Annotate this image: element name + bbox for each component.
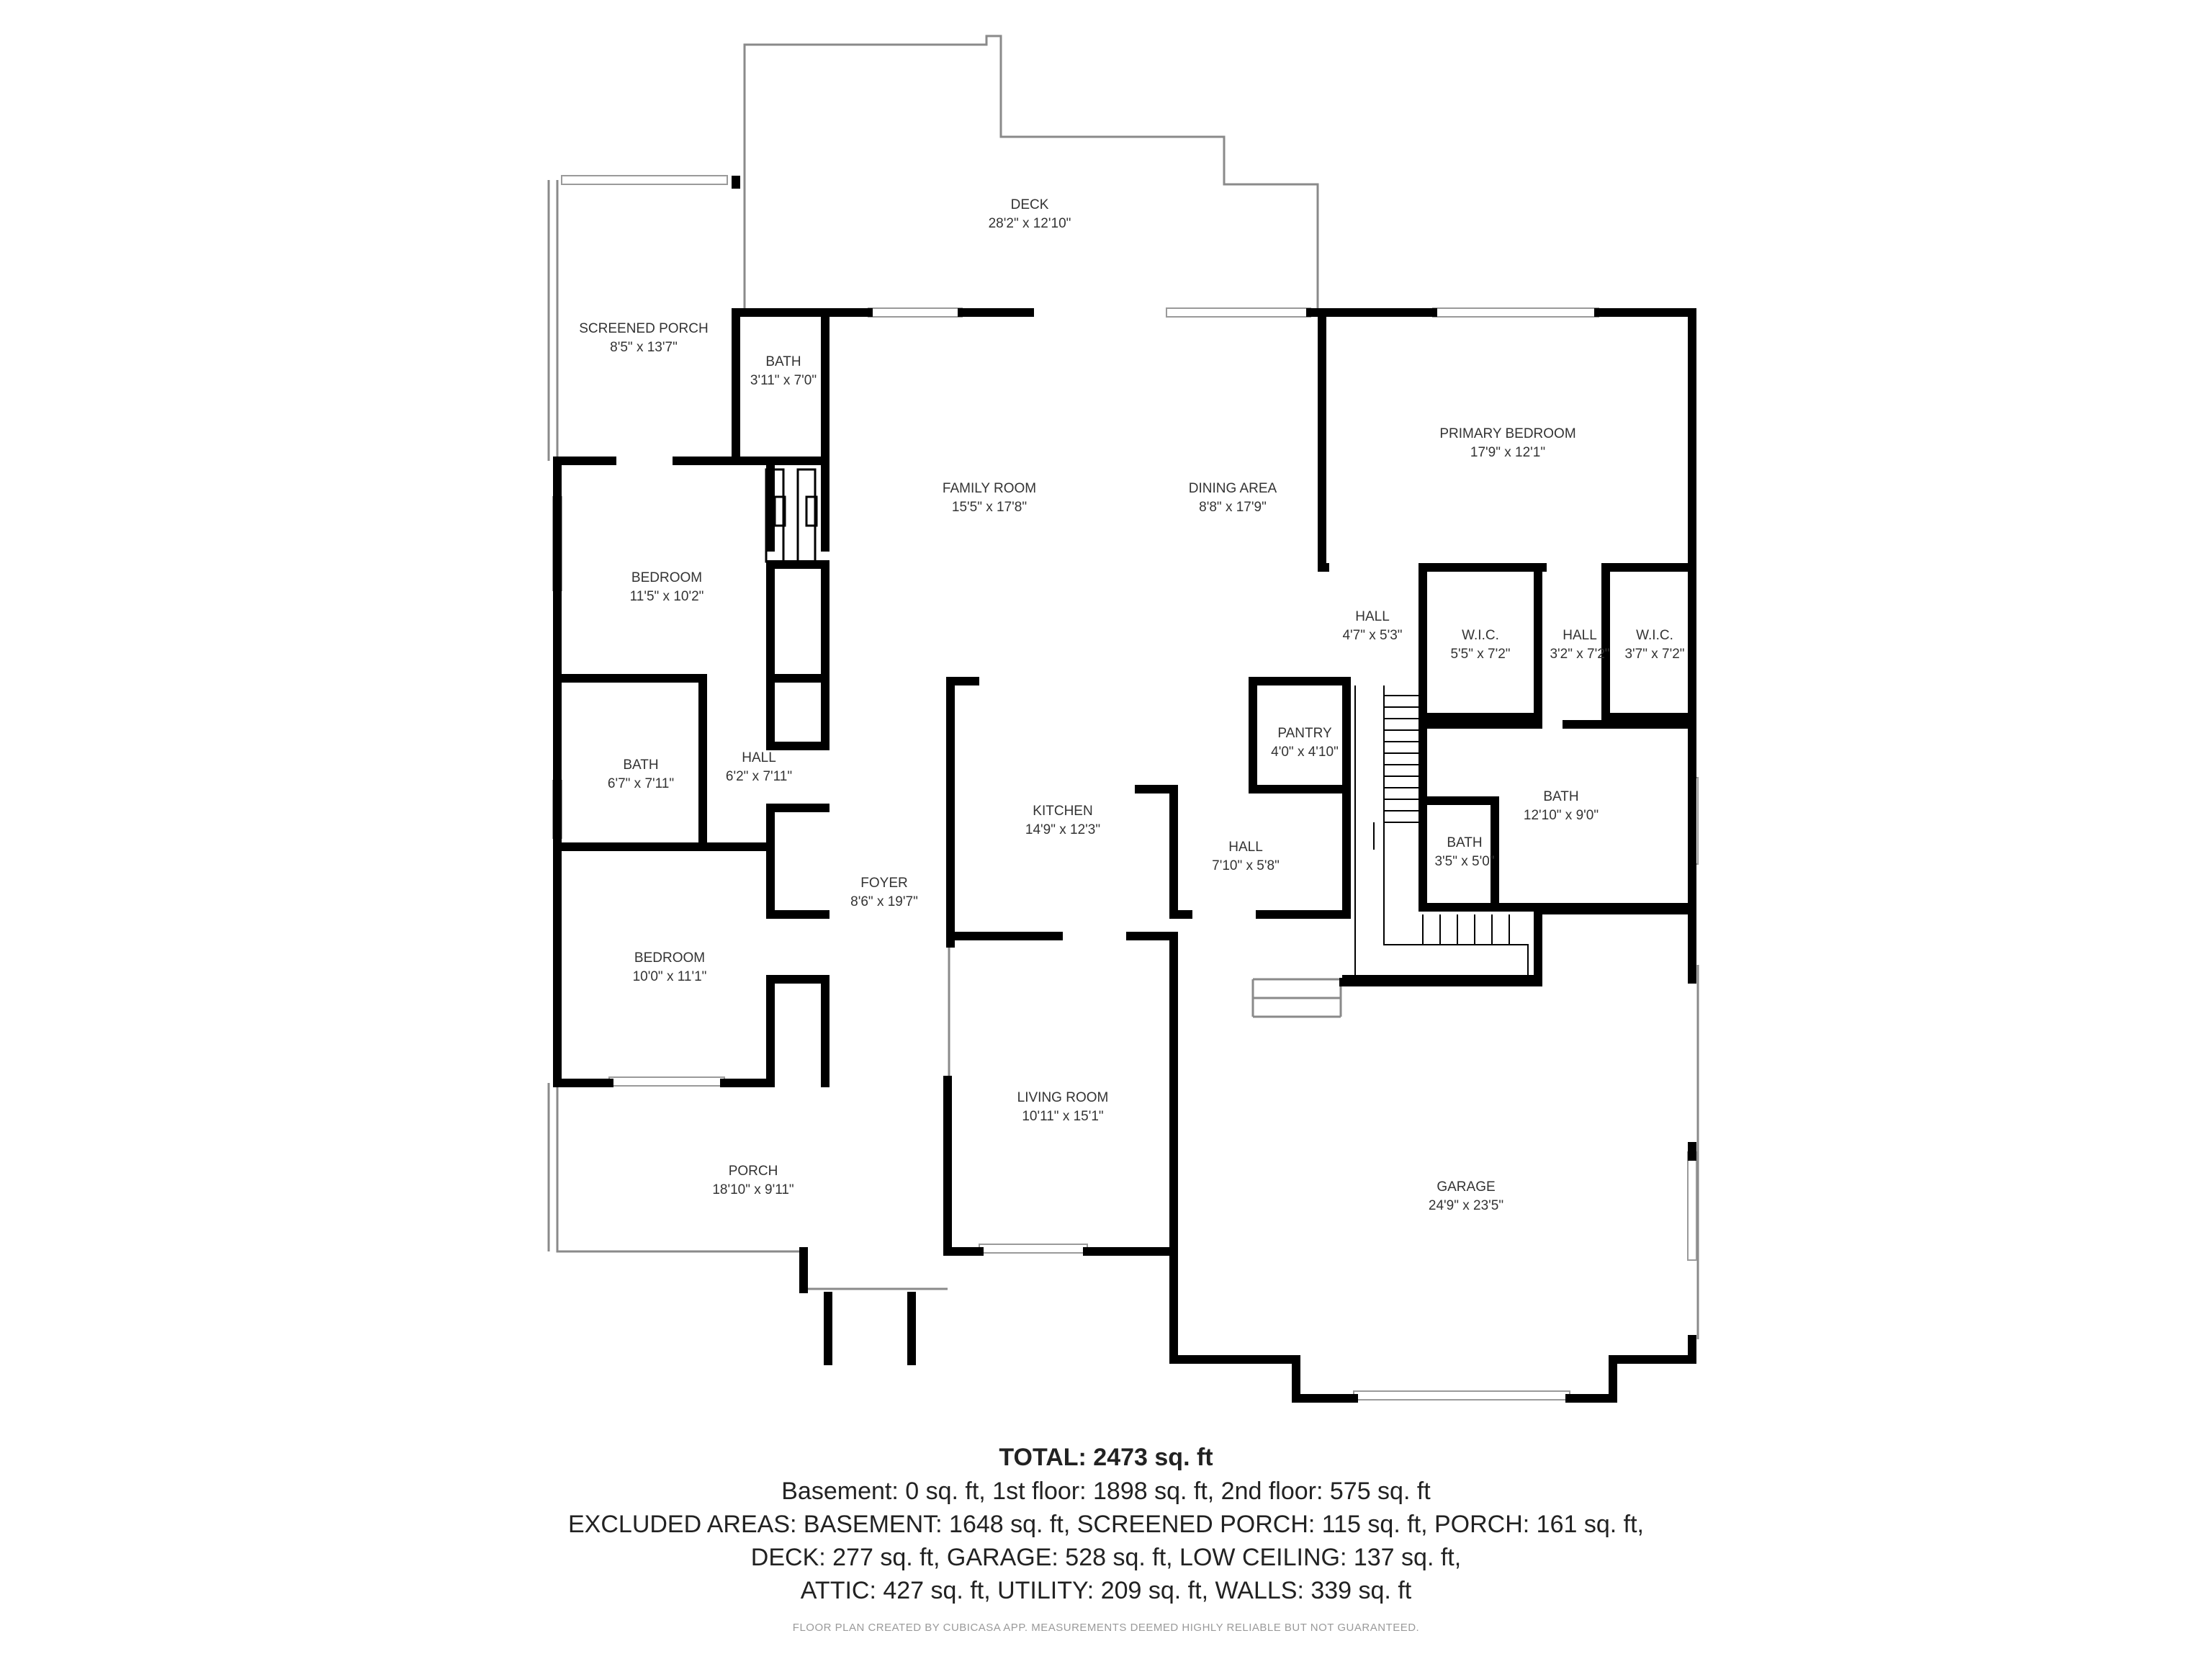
- room-dims: 3'11" x 7'0": [750, 373, 817, 388]
- room-dims: 14'9" x 12'3": [1025, 822, 1100, 837]
- room-dims: 6'7" x 7'11": [608, 776, 674, 791]
- room-dims: 12'10" x 9'0": [1524, 808, 1599, 823]
- room-dims: 8'8" x 17'9": [1199, 500, 1267, 515]
- room-dims: 8'5" x 13'7": [610, 340, 678, 355]
- fireplace: [765, 468, 818, 563]
- room-name: DECK: [1011, 197, 1049, 212]
- room-dims: 24'9" x 23'5": [1429, 1198, 1503, 1213]
- room-dims: 5'5" x 7'2": [1450, 647, 1510, 662]
- excluded-areas-line-3: ATTIC: 427 sq. ft, UTILITY: 209 sq. ft, …: [800, 1577, 1412, 1604]
- room-dims: 3'2" x 7'2": [1550, 647, 1609, 662]
- room-name: HALL: [1228, 840, 1263, 855]
- room-dims: 8'6" x 19'7": [850, 894, 918, 909]
- room-name: SCREENED PORCH: [579, 321, 708, 336]
- floor-areas: Basement: 0 sq. ft, 1st floor: 1898 sq. …: [781, 1478, 1431, 1505]
- deck-outline: [743, 35, 1319, 310]
- room-name: HALL: [742, 750, 776, 765]
- excluded-areas-line-2: DECK: 277 sq. ft, GARAGE: 528 sq. ft, LO…: [750, 1544, 1462, 1571]
- disclaimer: FLOOR PLAN CREATED BY CUBICASA APP. MEAS…: [792, 1622, 1420, 1634]
- excluded-areas-line-1: EXCLUDED AREAS: BASEMENT: 1648 sq. ft, S…: [568, 1511, 1644, 1538]
- room-dims: 7'10" x 5'8": [1212, 858, 1280, 873]
- room-name: PANTRY: [1277, 726, 1332, 741]
- room-dims: 3'5" x 5'0": [1434, 854, 1494, 869]
- room-name: FOYER: [860, 876, 907, 891]
- total-area: TOTAL: 2473 sq. ft: [999, 1444, 1213, 1471]
- room-dims: 28'2" x 12'10": [989, 216, 1071, 231]
- room-dims: 11'5" x 10'2": [630, 589, 704, 604]
- room-dims: 15'5" x 17'8": [952, 500, 1027, 515]
- room-dims: 6'2" x 7'11": [726, 769, 792, 784]
- room-name: BEDROOM: [634, 950, 705, 966]
- room-name: KITCHEN: [1033, 804, 1092, 819]
- room-name: BATH: [623, 757, 658, 773]
- room-name: BATH: [1543, 789, 1578, 804]
- room-dims: 4'7" x 5'3": [1342, 628, 1402, 643]
- windows: [552, 175, 1699, 1401]
- room-labels: DECK 28'2" x 12'10" SCREENED PORCH 8'5" …: [579, 197, 1684, 1213]
- room-name: PRIMARY BEDROOM: [1439, 426, 1575, 441]
- room-name: W.I.C.: [1636, 628, 1673, 643]
- room-name: DINING AREA: [1189, 481, 1277, 496]
- room-name: HALL: [1563, 628, 1597, 643]
- room-name: LIVING ROOM: [1017, 1090, 1109, 1105]
- room-name: BATH: [765, 354, 801, 369]
- room-dims: 17'9" x 12'1": [1470, 445, 1545, 460]
- room-name: BEDROOM: [631, 570, 702, 585]
- room-name: PORCH: [729, 1164, 778, 1179]
- room-dims: 4'0" x 4'10": [1271, 745, 1339, 760]
- walls[interactable]: [553, 176, 1696, 1403]
- room-dims: 18'10" x 9'11": [712, 1182, 793, 1197]
- room-name: W.I.C.: [1462, 628, 1499, 643]
- room-dims: 10'0" x 11'1": [633, 969, 707, 984]
- stairs: [1354, 685, 1529, 979]
- room-name: FAMILY ROOM: [943, 481, 1036, 496]
- room-name: GARAGE: [1437, 1179, 1495, 1195]
- room-name: BATH: [1447, 835, 1482, 850]
- room-dims: 3'7" x 7'2": [1624, 647, 1684, 662]
- room-name: HALL: [1355, 609, 1390, 624]
- thin-outlines: [547, 180, 1699, 1339]
- area-summary: TOTAL: 2473 sq. ft Basement: 0 sq. ft, 1…: [0, 1440, 2212, 1607]
- room-dims: 10'11" x 15'1": [1022, 1109, 1103, 1124]
